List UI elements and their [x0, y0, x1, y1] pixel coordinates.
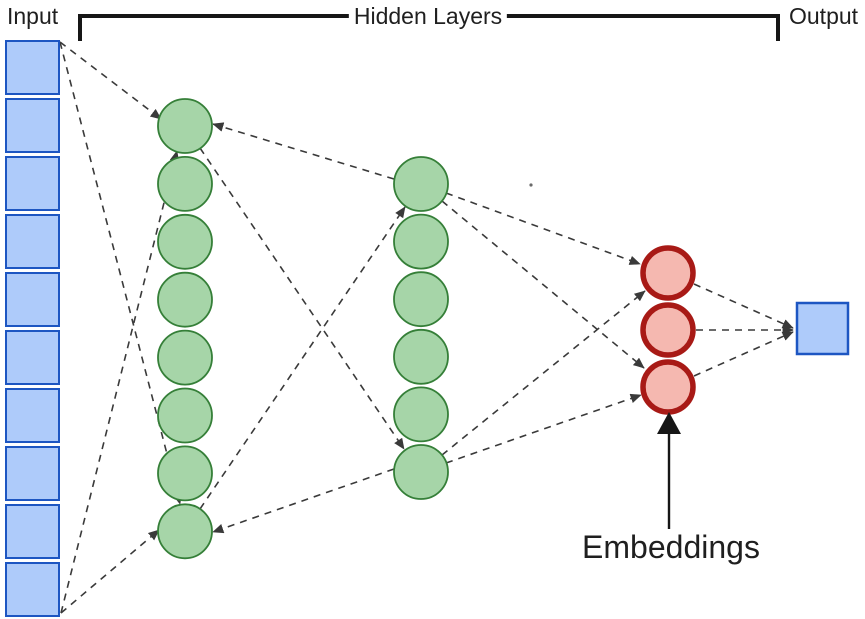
stray-mark-dot: [529, 183, 533, 187]
hidden-layer-1-node-3: [157, 213, 213, 270]
hidden-layer-1-node-7: [157, 445, 213, 502]
hidden-layer-2-node-2: [393, 213, 449, 270]
input-node-2: [5, 98, 60, 153]
connector-line-12: [445, 393, 642, 464]
connector-line-1: [59, 41, 162, 120]
connector-line-7: [199, 147, 405, 450]
hidden-layer-2-node-3: [393, 271, 449, 328]
connector-line-6: [212, 468, 395, 534]
input-node-10: [5, 562, 60, 617]
connector-line-4: [60, 529, 160, 614]
hidden-layer-2-node-5: [393, 386, 449, 443]
input-label: Input: [7, 3, 59, 29]
hidden-layer-2-node-1: [393, 156, 449, 212]
input-node-4: [5, 214, 60, 269]
input-node-7: [5, 388, 60, 443]
connector-line-13: [693, 283, 794, 329]
hidden-layer-1-node-4: [157, 271, 213, 328]
connector-line-3: [60, 150, 180, 614]
hidden-layer-1-node-8: [157, 503, 213, 560]
hidden-layer-1-node-1: [157, 98, 213, 154]
connector-line-2: [59, 41, 183, 505]
output-node-1: [795, 301, 850, 356]
input-node-6: [5, 330, 60, 385]
connector-line-5: [212, 122, 395, 180]
input-node-3: [5, 156, 60, 211]
input-node-1: [5, 40, 60, 95]
hidden-layers-label: Hidden Layers: [348, 3, 508, 30]
hidden-layer-1-node-6: [157, 387, 213, 444]
connector-line-9: [445, 192, 641, 265]
hidden-layer-1-node-2: [157, 155, 213, 212]
embedding-node-3: [640, 359, 696, 415]
output-label: Output: [789, 3, 859, 29]
embeddings-arrowhead-icon: [657, 412, 681, 434]
hidden-layer-1-node-5: [157, 329, 213, 386]
embeddings-pointer-arrow: [657, 412, 681, 529]
connector-line-10: [441, 200, 645, 369]
input-node-5: [5, 272, 60, 327]
embedding-node-2: [640, 302, 696, 358]
hidden-layer-2-node-6: [393, 444, 449, 500]
embeddings-label: Embeddings: [582, 529, 760, 565]
connector-line-11: [441, 290, 646, 456]
connector-line-8: [199, 206, 406, 510]
connection-lines: [59, 41, 794, 614]
embedding-node-1: [640, 245, 696, 301]
input-node-8: [5, 446, 60, 501]
network-nodes: [5, 40, 850, 617]
hidden-layer-2-node-4: [393, 328, 449, 385]
connector-line-15: [693, 331, 794, 377]
input-node-9: [5, 504, 60, 559]
